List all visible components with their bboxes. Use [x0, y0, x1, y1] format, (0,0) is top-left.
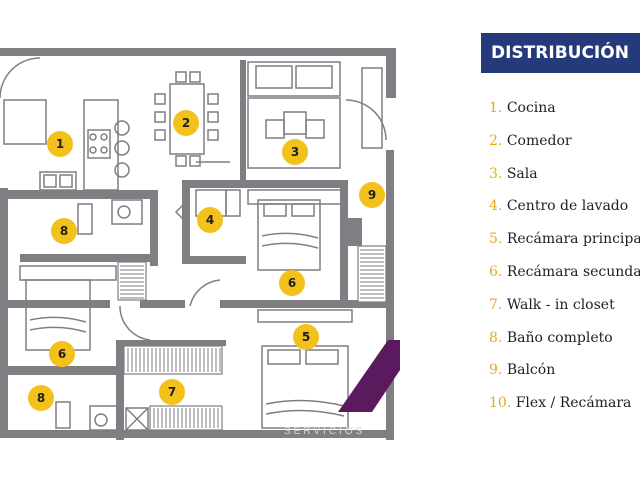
legend-item: 6. Recámara secundaria: [489, 260, 640, 293]
slat-lines: [120, 249, 384, 428]
legend-item-label: Flex / Recámara: [515, 395, 632, 412]
legend-item-number: 2.: [489, 132, 503, 149]
legend-item: 3. Sala: [489, 162, 640, 195]
legend-item-number: 1.: [489, 100, 503, 116]
svg-text:1: 1: [56, 137, 64, 151]
badge-balcon: 9: [359, 182, 385, 208]
legend-title: DISTRIBUCIÓN: [481, 33, 640, 73]
badge-recamara-secundaria-b: 6: [49, 341, 75, 367]
accent-stripe: [338, 340, 400, 412]
legend-item-number: 7.: [489, 296, 503, 313]
plan-watermark: SERVICIOS: [284, 426, 365, 437]
legend-item-label: Sala: [506, 165, 538, 182]
legend-item-label: Centro de lavado: [506, 198, 629, 215]
svg-text:2: 2: [182, 116, 190, 130]
legend-item: 2. Comedor: [489, 129, 640, 162]
floor-plan: SERVICIOS 1 2 3 4 5 6 6 7 8 8 9: [0, 48, 400, 440]
legend-item-number: 3.: [489, 165, 503, 182]
legend-list: 1. Cocina 2. Comedor 3. Sala 4. Centro d…: [489, 96, 640, 424]
svg-text:5: 5: [302, 330, 310, 344]
legend-item: 5. Recámara principal: [489, 227, 640, 260]
legend-item-number: 4.: [489, 198, 503, 215]
legend-item-label: Recámara principal: [506, 231, 640, 248]
badge-bano-b: 8: [28, 385, 54, 411]
badge-recamara-principal: 5: [293, 324, 319, 350]
svg-text:8: 8: [37, 391, 45, 405]
dining-furniture: [154, 71, 219, 167]
svg-text:3: 3: [291, 145, 299, 159]
badge-recamara-secundaria-a: 6: [279, 270, 305, 296]
svg-text:6: 6: [58, 347, 66, 361]
room-badges: 1 2 3 4 5 6 6 7 8 8 9: [28, 110, 385, 411]
badge-bano-a: 8: [51, 218, 77, 244]
living-furniture: [196, 61, 387, 169]
bathroom-fixtures: [55, 199, 149, 431]
svg-text:7: 7: [168, 385, 176, 399]
legend-item-label: Comedor: [506, 132, 572, 149]
legend-item: 4. Centro de lavado: [489, 194, 640, 227]
badge-cocina: 1: [47, 131, 73, 157]
legend-item-label: Baño completo: [506, 329, 613, 346]
svg-text:4: 4: [206, 213, 214, 227]
legend-item-number: 10.: [489, 395, 512, 412]
legend-item: 10. Flex / Recámara: [489, 391, 640, 424]
legend-item: 1. Cocina: [489, 96, 640, 129]
legend-item-number: 8.: [489, 329, 503, 346]
legend-item-label: Cocina: [506, 100, 556, 116]
legend-item-label: Balcón: [506, 362, 556, 379]
svg-text:8: 8: [60, 224, 68, 238]
legend-item: 9. Balcón: [489, 358, 640, 391]
legend-item-number: 9.: [489, 362, 503, 379]
legend-item-label: Walk - in closet: [506, 296, 615, 313]
badge-comedor: 2: [173, 110, 199, 136]
badge-lavado: 4: [197, 207, 223, 233]
legend-item-label: Recámara secundaria: [506, 263, 640, 280]
kitchen-furniture: [0, 57, 130, 191]
svg-text:9: 9: [368, 188, 376, 202]
badge-walk-in-closet: 7: [159, 379, 185, 405]
legend-item: 8. Baño completo: [489, 326, 640, 359]
legend-item: 7. Walk - in closet: [489, 293, 640, 326]
walls: [0, 48, 396, 440]
badge-sala: 3: [282, 139, 308, 165]
legend-item-number: 6.: [489, 263, 503, 280]
legend-item-number: 5.: [489, 231, 503, 248]
svg-text:6: 6: [288, 276, 296, 290]
